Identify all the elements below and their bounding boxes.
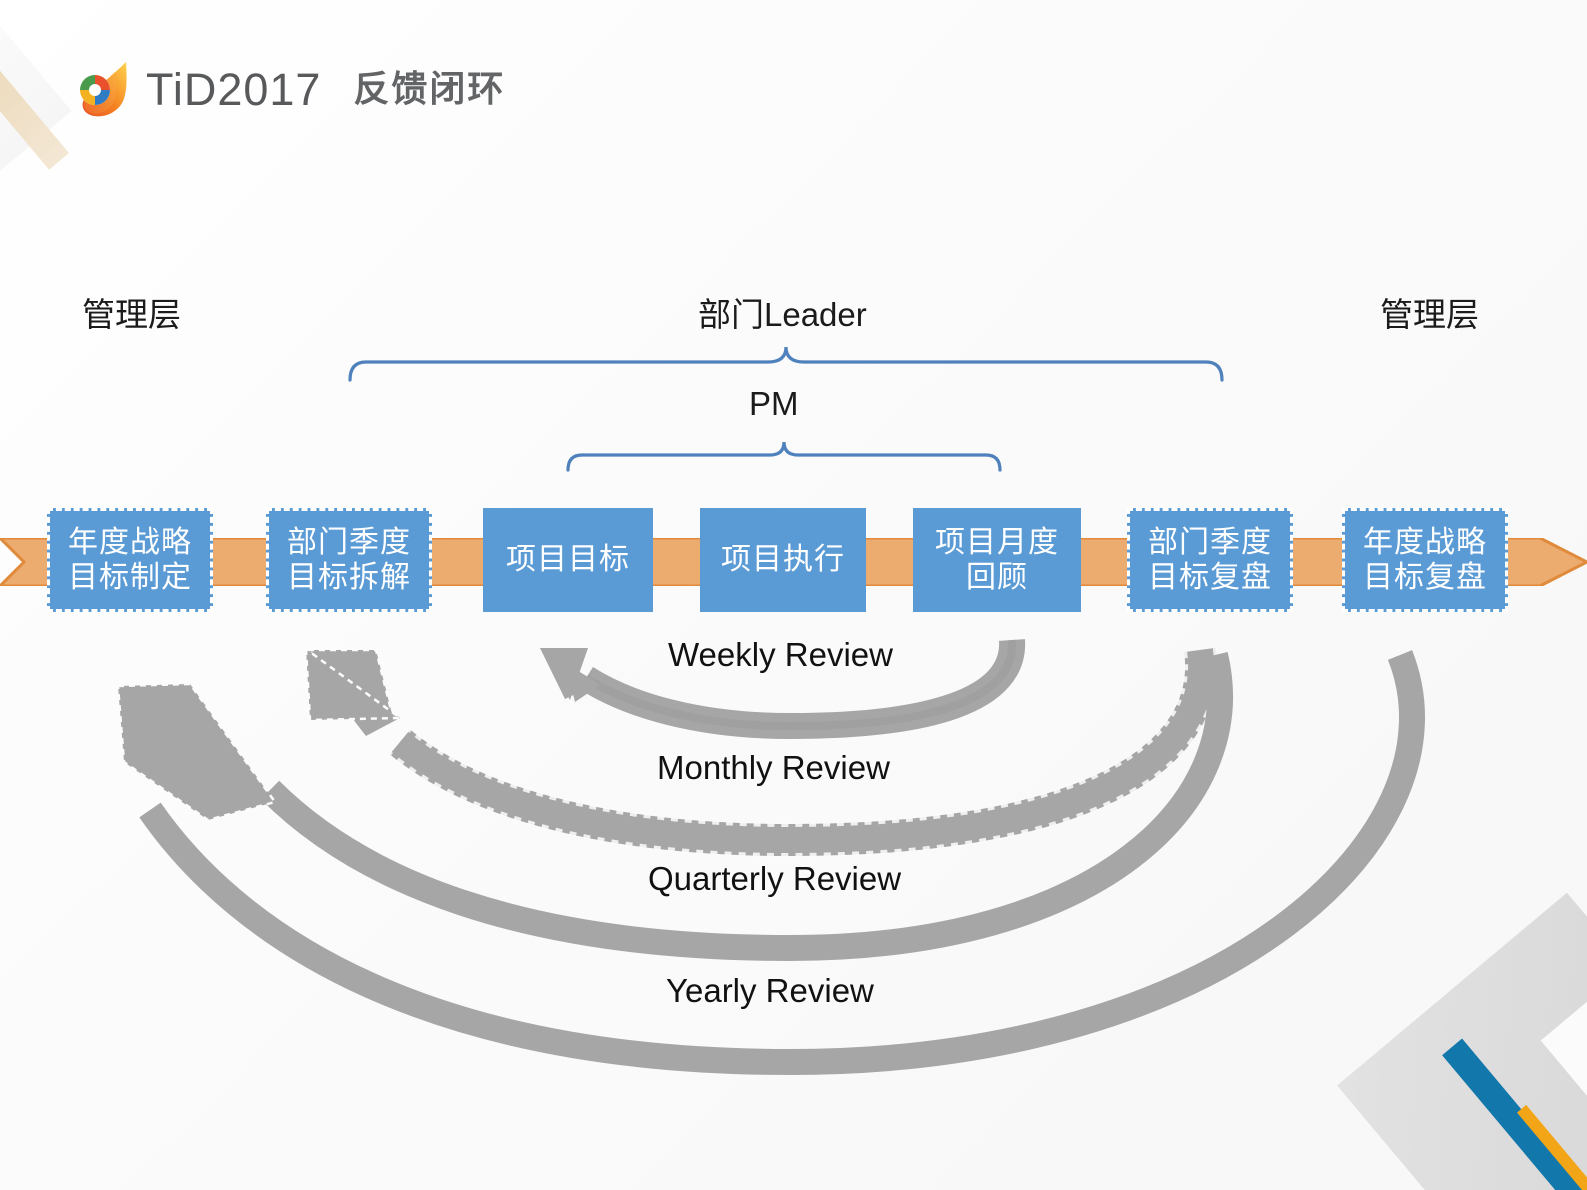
process-stage-project-execution[interactable]: 项目执行	[700, 508, 866, 612]
role-label-pm: PM	[749, 385, 799, 422]
process-stage-label: 项目月度 回顾	[935, 525, 1059, 594]
process-stage-project-goal[interactable]: 项目目标	[483, 508, 653, 612]
brand-name: TiD2017	[146, 63, 322, 115]
process-stage-annual-strategy-goal-retro[interactable]: 年度战略 目标复盘	[1342, 508, 1508, 612]
process-stage-label: 部门季度 目标拆解	[287, 525, 411, 594]
flame-logo-icon	[74, 58, 132, 120]
review-label-weekly-review: Weekly Review	[668, 636, 893, 673]
process-stage-label: 项目执行	[721, 543, 845, 577]
review-label-yearly-review: Yearly Review	[666, 972, 874, 1009]
role-label-management-right: 管理层	[1380, 296, 1479, 333]
slide-header: TiD2017 反馈闭环	[74, 58, 505, 120]
process-stage-label: 年度战略 目标制定	[68, 525, 192, 594]
review-label-monthly-review: Monthly Review	[657, 749, 890, 786]
role-label-management-left: 管理层	[82, 296, 181, 333]
process-stage-annual-strategy-goal-setting[interactable]: 年度战略 目标制定	[47, 508, 213, 612]
process-stage-label: 项目目标	[506, 543, 630, 577]
quarterly-review-arrow	[116, 651, 1233, 962]
process-stage-dept-quarterly-goal-breakdown[interactable]: 部门季度 目标拆解	[266, 508, 432, 612]
process-stage-project-monthly-review[interactable]: 项目月度 回顾	[913, 508, 1081, 612]
role-label-department-leader: 部门Leader	[698, 296, 867, 333]
process-stage-label: 部门季度 目标复盘	[1148, 525, 1272, 594]
page-title: 反馈闭环	[353, 68, 506, 109]
monthly-review-arrow	[304, 646, 1219, 858]
process-stage-label: 年度战略 目标复盘	[1363, 525, 1487, 594]
review-label-quarterly-review: Quarterly Review	[648, 860, 902, 897]
process-stage-dept-quarterly-goal-retro[interactable]: 部门季度 目标复盘	[1127, 508, 1293, 612]
